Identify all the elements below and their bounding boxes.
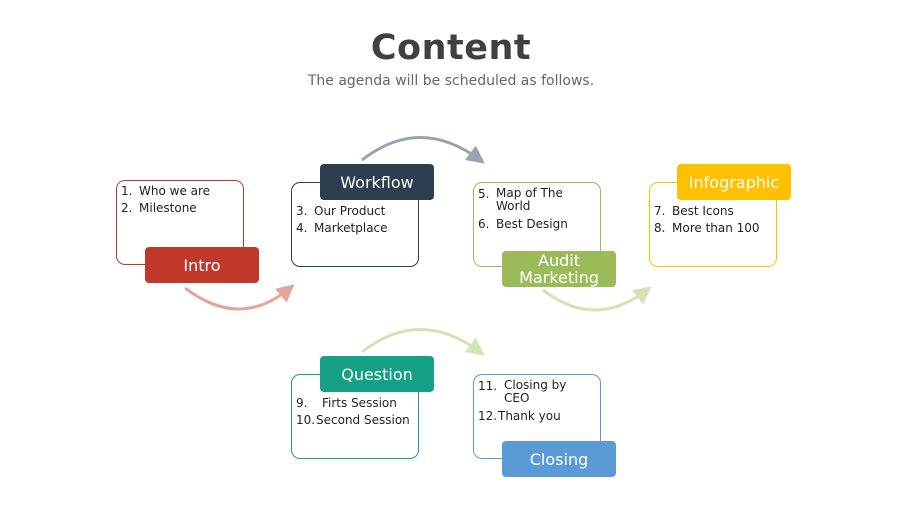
- agenda-item: 3.Our Product: [296, 204, 386, 218]
- agenda-item: 6.Best Design: [478, 217, 568, 231]
- agenda-item: 2.Milestone: [121, 201, 197, 215]
- agenda-item: 1.Who we are: [121, 184, 211, 198]
- agenda-item: 11.Closing by CEO: [478, 378, 567, 405]
- agenda-item: 9.Firts Session: [296, 396, 397, 410]
- stage-label-question[interactable]: Question: [320, 356, 434, 392]
- agenda-item: 7.Best Icons: [654, 204, 734, 218]
- agenda-item: 4.Marketplace: [296, 221, 388, 235]
- stage-label-infographic[interactable]: Infographic: [677, 164, 791, 200]
- arrow-audit-to-infographic: [542, 286, 652, 312]
- agenda-item: 12.Thank you: [478, 409, 561, 423]
- page-title: Content: [370, 28, 532, 68]
- arrow-intro-to-workflow: [184, 284, 295, 311]
- agenda-item: 8.More than 100: [654, 221, 760, 235]
- stage-label-intro[interactable]: Intro: [145, 247, 259, 283]
- agenda-item: 10.Second Session: [296, 413, 410, 427]
- agenda-item: 5.Map of The World: [478, 186, 563, 213]
- page-subtitle: The agenda will be scheduled as follows.: [307, 73, 595, 89]
- stage-label-workflow[interactable]: Workflow: [320, 164, 434, 200]
- arrow-workflow-to-audit: [361, 136, 485, 164]
- arrow-question-to-closing: [361, 328, 485, 356]
- stage-label-audit-marketing[interactable]: Audit Marketing: [502, 251, 616, 287]
- stage-label-closing[interactable]: Closing: [502, 441, 616, 477]
